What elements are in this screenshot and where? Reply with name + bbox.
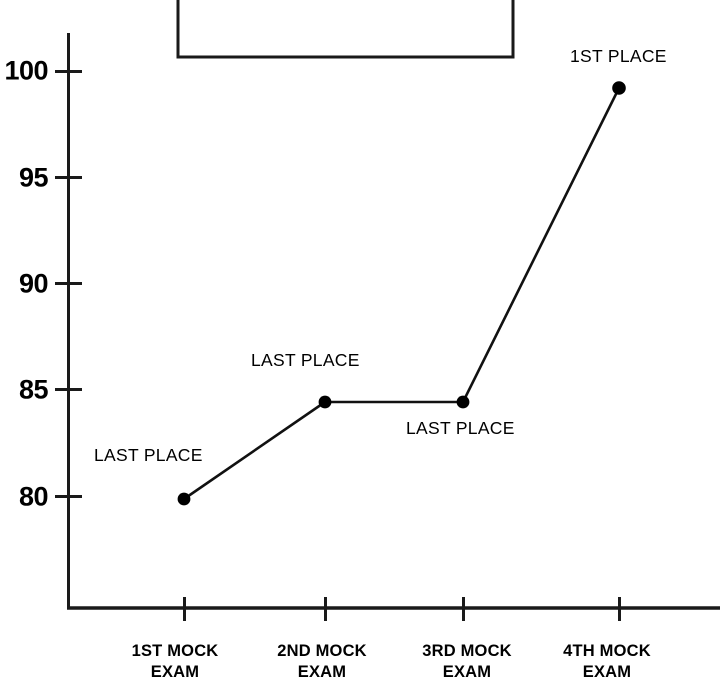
data-point-4 — [612, 81, 626, 95]
y-tick-label-90: 90 — [18, 268, 49, 299]
annotation-point-2: LAST PLACE — [251, 350, 360, 370]
x-tick-label-2-line2: EXAM — [297, 663, 347, 682]
y-axis-ticks — [55, 70, 82, 498]
y-tick-label-85: 85 — [18, 374, 49, 405]
x-tick-label-4: 4TH MOCK EXAM — [563, 641, 651, 683]
y-tick-label-100: 100 — [4, 55, 48, 86]
x-tick-label-1: 1ST MOCK EXAM — [132, 641, 219, 683]
title-box-outline — [176, 0, 515, 59]
data-point-1 — [177, 492, 191, 506]
x-tick-label-3-line1: 3RD MOCK — [422, 642, 512, 660]
annotation-point-3: LAST PLACE — [406, 418, 515, 438]
x-tick-label-2-line1: 2ND MOCK — [277, 642, 367, 660]
data-point-3 — [456, 395, 470, 409]
x-tick-label-3-line2: EXAM — [442, 663, 492, 682]
x-axis-ticks — [183, 597, 621, 621]
annotation-point-1: LAST PLACE — [94, 445, 203, 465]
x-tick-label-1-line1: 1ST MOCK — [131, 642, 219, 660]
x-tick-label-3: 3RD MOCK EXAM — [422, 641, 512, 683]
x-tick-label-4-line1: 4TH MOCK — [563, 642, 651, 660]
x-tick-label-4-line2: EXAM — [582, 663, 632, 682]
data-series-line — [182, 86, 621, 501]
annotation-point-4: 1ST PLACE — [570, 46, 667, 66]
x-tick-label-2: 2ND MOCK EXAM — [277, 641, 367, 683]
x-tick-label-1-line2: EXAM — [150, 663, 200, 682]
data-point-2 — [318, 395, 332, 409]
y-tick-label-80: 80 — [18, 481, 49, 512]
y-tick-label-95: 95 — [18, 162, 49, 193]
data-point-markers — [177, 81, 626, 506]
